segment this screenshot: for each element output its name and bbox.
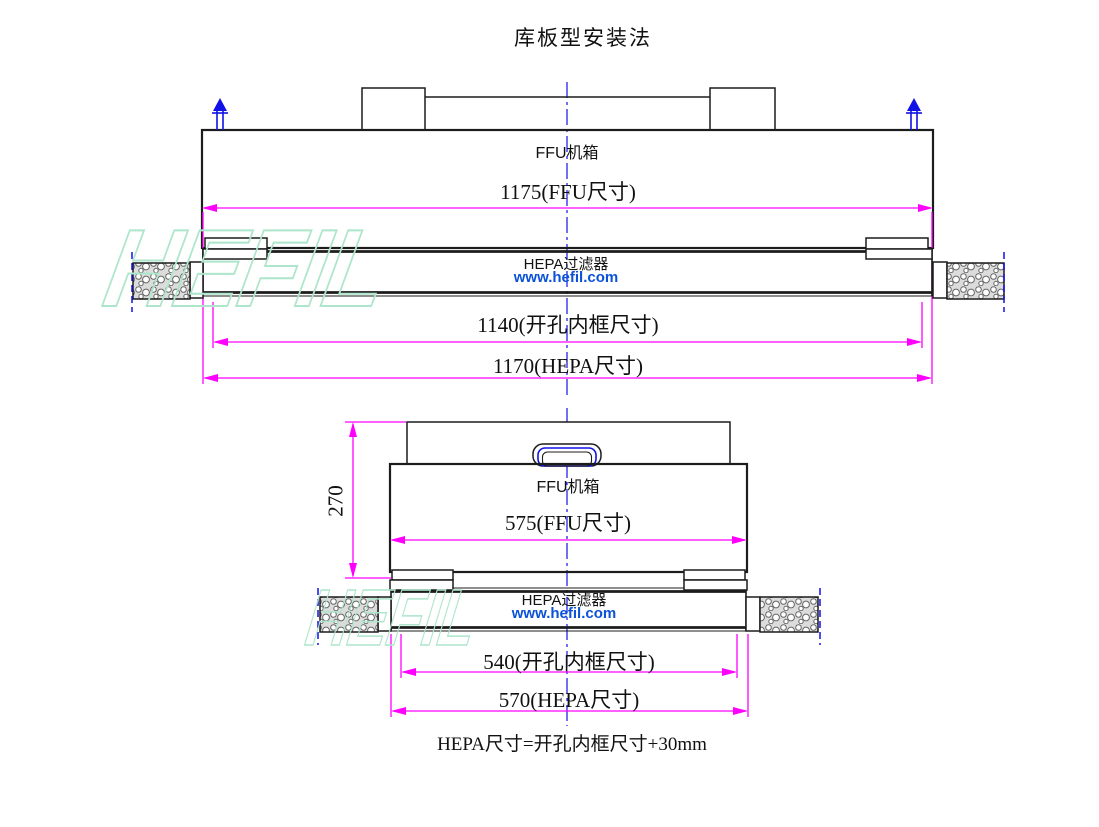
bottom-dim-ffu-label: 575(FFU尺寸) [504, 511, 632, 535]
bottom-right-channel [745, 596, 761, 632]
top-dim-opening [212, 302, 923, 348]
bottom-ffu-unit-label: FFU机箱 [536, 479, 600, 496]
top-dim-opening-label: 1140(开孔内框尺寸) [477, 313, 659, 337]
bottom-dim-ffu [390, 536, 747, 544]
bottom-dim-hepa [390, 634, 749, 717]
bottom-dim-hepa-label: 570(HEPA尺寸) [498, 688, 640, 712]
top-left-channel [189, 261, 204, 299]
top-right-ceiling-panel [946, 262, 1005, 300]
top-right-clip [865, 237, 933, 260]
bottom-handle [532, 443, 602, 467]
top-left-clip [202, 237, 268, 260]
top-fan-deck [361, 87, 776, 131]
top-ffu-unit-label: FFU机箱 [535, 145, 599, 162]
bottom-right-clip [683, 569, 748, 591]
bottom-hepa-filter-label: HEPA过滤器 [521, 592, 607, 609]
bottom-right-ceiling-panel [759, 596, 819, 633]
top-website-link[interactable]: www.hefil.com [513, 269, 619, 286]
bottom-hepa-filter [390, 587, 747, 632]
top-right-channel [932, 261, 948, 299]
top-panel-break-lines [131, 252, 1005, 312]
bottom-diagram [317, 408, 821, 726]
top-dim-hepa [203, 374, 932, 382]
bottom-dim-height [345, 421, 406, 579]
top-left-ceiling-panel [132, 262, 191, 300]
bottom-left-clip [389, 569, 454, 591]
bottom-website-link[interactable]: www.hefil.com [511, 605, 617, 622]
drawing-title: 库板型安装法 [514, 26, 652, 50]
top-dim-ffu-label: 1175(FFU尺寸) [500, 180, 636, 204]
top-hepa-filter-label: HEPA过滤器 [523, 256, 609, 273]
bottom-left-channel [377, 596, 392, 632]
bottom-panel-break-lines [317, 588, 821, 645]
top-left-bolt-icon [212, 98, 228, 130]
top-diagram [131, 82, 1005, 396]
bottom-ffu-housing [388, 462, 749, 574]
bottom-dim-opening [400, 634, 738, 678]
bottom-dim-opening-label: 540(开孔内框尺寸) [483, 650, 655, 674]
bottom-dim-height-label: 270 [323, 485, 348, 517]
bottom-left-ceiling-panel [319, 596, 379, 633]
size-formula-note: HEPA尺寸=开孔内框尺寸+30mm [437, 734, 707, 755]
top-dim-hepa-label: 1170(HEPA尺寸) [492, 354, 644, 378]
top-right-bolt-icon [906, 98, 922, 130]
